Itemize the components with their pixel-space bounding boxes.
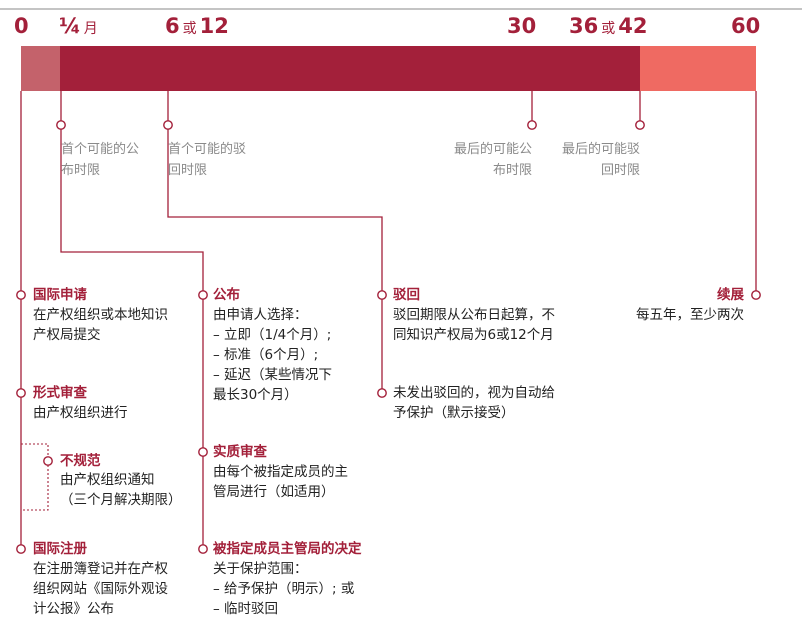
tick-30: 30 <box>507 14 537 38</box>
label-first-publication: 首个可能的公布时限 <box>61 142 140 178</box>
text-refusal: 驳回期限从公布日起算，不同知识产权局为6或12个月 <box>393 307 555 343</box>
node-decision <box>198 544 208 554</box>
text-international-registration: 在注册簿登记并在产权组织网站《国际外观设计公报》公布 <box>33 561 168 617</box>
text-publication: 由申请人选择：– 立即（1/4个月）;– 标准（6个月）;– 延迟（某些情况下最… <box>213 307 333 403</box>
marker-first-refusal <box>163 120 173 130</box>
node-irregularity <box>43 456 53 466</box>
label-last-publication: 最后的可能公布时限 <box>453 142 532 178</box>
node-substantive-exam <box>198 447 208 457</box>
text-substantive-examination: 由每个被指定成员的主管局进行（如适用） <box>213 464 348 500</box>
title-refusal: 驳回 <box>393 287 420 303</box>
marker-last-publication <box>527 120 537 130</box>
node-publication <box>198 290 208 300</box>
title-irregularity: 不规范 <box>60 453 101 469</box>
dotted-irregularity-line <box>21 443 49 511</box>
node-renewal <box>751 290 761 300</box>
node-auto-protection <box>377 388 387 398</box>
timeline-bar-end-segment <box>640 46 756 91</box>
title-publication: 公布 <box>213 287 240 303</box>
text-formal-examination: 由产权组织进行 <box>33 405 128 421</box>
node-refusal <box>377 290 387 300</box>
timeline-bar-main-segment <box>60 46 640 91</box>
leader-six-to-refusal <box>167 91 383 393</box>
title-renewal: 续展 <box>717 287 744 303</box>
node-registration <box>16 544 26 554</box>
title-international-registration: 国际注册 <box>33 541 87 557</box>
leader-quarter-to-publication <box>60 91 204 549</box>
text-international-filing: 在产权组织或本地知识产权局提交 <box>33 307 168 343</box>
title-substantive-examination: 实质审查 <box>213 444 267 460</box>
label-last-refusal: 最后的可能驳回时限 <box>561 142 640 178</box>
title-formal-examination: 形式审查 <box>33 385 87 401</box>
marker-first-publication <box>56 120 66 130</box>
node-formal-exam <box>16 388 26 398</box>
node-filing <box>16 290 26 300</box>
marker-last-refusal <box>635 120 645 130</box>
marker-circles <box>16 120 761 554</box>
text-office-decision: 关于保护范围：– 给予保护（明示）; 或– 临时驳回 <box>213 561 355 617</box>
timeline-bar-start-segment <box>21 46 60 91</box>
label-first-refusal: 首个可能的驳回时限 <box>168 142 247 178</box>
text-automatic-protection: 未发出驳回的，视为自动给予保护（默示接受） <box>393 385 555 421</box>
text-renewal: 每五年，至少两次 <box>636 307 744 323</box>
title-office-decision: 被指定成员主管局的决定 <box>213 541 362 557</box>
text-irregularity: 由产权组织通知（三个月解决期限） <box>60 472 182 508</box>
leader-lines <box>20 91 757 549</box>
title-international-filing: 国际申请 <box>33 287 87 303</box>
tick-0: 0 <box>14 14 29 38</box>
tick-60: 60 <box>731 14 761 38</box>
